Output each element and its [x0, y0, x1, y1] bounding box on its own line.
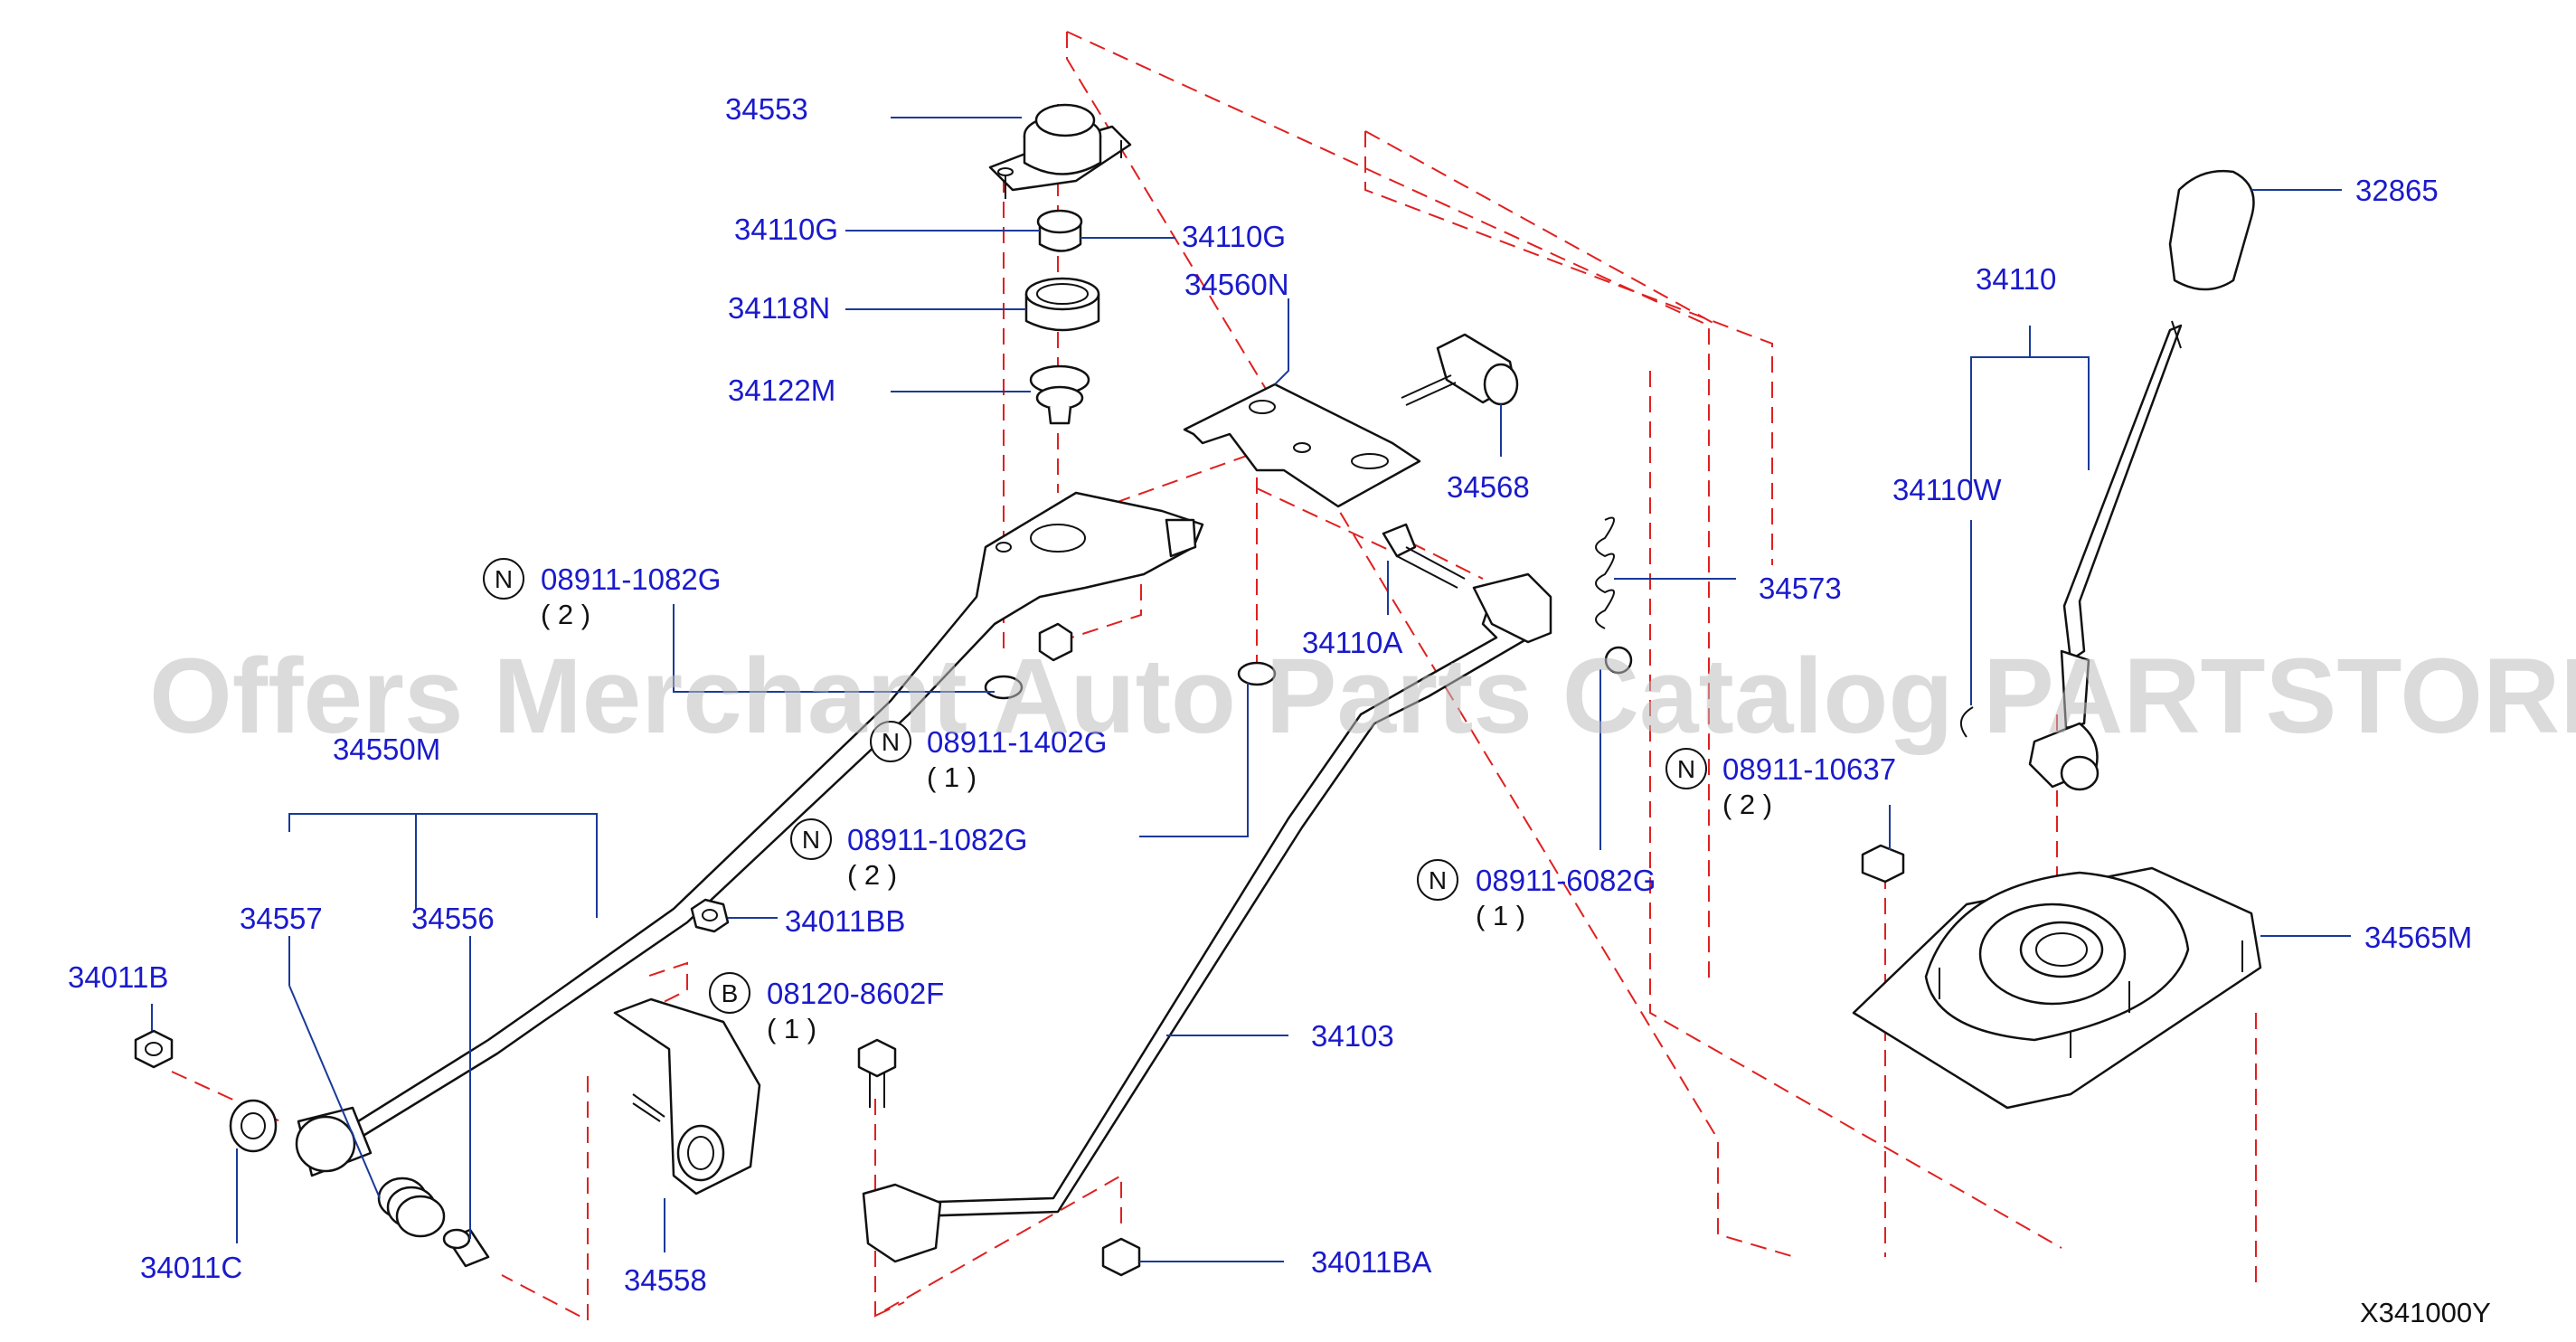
- svg-text:08911-1402G: 08911-1402G: [927, 725, 1107, 759]
- label-34110: 34110: [1976, 262, 2056, 296]
- part-34556-drawing: [442, 1228, 490, 1268]
- part-34118n-drawing: [1024, 277, 1100, 332]
- label-34110a: 34110A: [1302, 626, 1402, 659]
- svg-text:08120-8602F: 08120-8602F: [767, 977, 944, 1010]
- part-08120-bolt-drawing: [857, 1038, 897, 1108]
- fastener-callout-5: N 08911-6082G ( 1 ): [1417, 859, 1656, 931]
- part-nut-6082g-drawing: [1604, 646, 1633, 675]
- svg-text:N: N: [1677, 755, 1695, 783]
- svg-text:N: N: [802, 826, 820, 854]
- label-34553: 34553: [725, 92, 808, 126]
- fastener-callout-1: N 08911-1082G ( 2 ): [483, 558, 721, 630]
- svg-text:N: N: [1429, 866, 1447, 894]
- svg-text:( 2 ): ( 2 ): [1722, 789, 1772, 820]
- svg-text:08911-10637: 08911-10637: [1722, 752, 1896, 786]
- part-nut-1402g-drawing: [1038, 622, 1073, 662]
- svg-text:08911-1082G: 08911-1082G: [541, 562, 721, 596]
- label-34103: 34103: [1311, 1019, 1394, 1053]
- part-34122m-drawing: [1029, 364, 1090, 425]
- part-34557-drawing: [295, 1106, 446, 1238]
- label-34565m: 34565M: [2364, 921, 2472, 954]
- watermark-text: Offers Merchant Auto Parts Catalog PARTS…: [149, 637, 2576, 756]
- part-nut-1082g-drawing: [984, 661, 1277, 700]
- part-34568-drawing: [1401, 333, 1519, 406]
- svg-text:08911-1082G: 08911-1082G: [847, 823, 1027, 856]
- svg-text:( 1 ): ( 1 ): [927, 761, 977, 793]
- svg-text:B: B: [722, 979, 739, 1007]
- svg-text:08911-6082G: 08911-6082G: [1476, 864, 1656, 897]
- svg-text:N: N: [882, 728, 900, 756]
- part-34011b-drawing: [134, 1029, 174, 1069]
- part-34565m-drawing: [1852, 866, 2262, 1110]
- label-34550m: 34550M: [333, 732, 440, 766]
- fastener-callout-6: B 08120-8602F ( 1 ): [709, 972, 944, 1044]
- diagram-code: X341000Y: [2360, 1297, 2491, 1328]
- part-drawings: [134, 103, 2262, 1277]
- svg-text:( 2 ): ( 2 ): [541, 599, 590, 630]
- fastener-callout-2: N 08911-1402G ( 1 ): [870, 721, 1107, 793]
- label-34110g-left: 34110G: [734, 213, 838, 246]
- leader-lines: [151, 117, 2351, 1262]
- label-34011ba: 34011BA: [1311, 1245, 1431, 1279]
- part-34558-drawing: [613, 997, 761, 1196]
- label-34573: 34573: [1759, 572, 1842, 605]
- label-34122m: 34122M: [728, 373, 835, 407]
- label-34118n: 34118N: [728, 291, 830, 325]
- svg-text:( 1 ): ( 1 ): [767, 1013, 816, 1044]
- label-34568: 34568: [1447, 470, 1530, 504]
- part-32865-drawing: [2168, 170, 2255, 291]
- fastener-callout-4: N 08911-10637 ( 2 ): [1665, 748, 1896, 820]
- part-34011ba-drawing: [1101, 1237, 1141, 1277]
- part-34011bb-drawing: [690, 898, 730, 933]
- label-34556: 34556: [411, 902, 495, 935]
- part-34560n-drawing: [1183, 383, 1421, 508]
- label-34557: 34557: [240, 902, 323, 935]
- label-32865: 32865: [2355, 174, 2439, 207]
- label-34110w: 34110W: [1892, 473, 2002, 506]
- fastener-callout-3: N 08911-1082G ( 2 ): [790, 818, 1027, 891]
- part-34103-drawing: [862, 572, 1552, 1263]
- fastener-callouts: N 08911-1082G ( 2 ) N 08911-1402G ( 1 ) …: [483, 558, 1896, 1044]
- part-34110a-drawing: [1382, 523, 1466, 589]
- part-34011c-drawing: [229, 1099, 278, 1153]
- svg-text:N: N: [495, 565, 513, 593]
- label-34011bb: 34011BB: [785, 904, 905, 938]
- part-labels: 34553 34110G 34110G 34118N 34122M 34560N…: [68, 92, 2472, 1297]
- part-34110g-drawing: [1036, 209, 1083, 252]
- label-34011c: 34011C: [140, 1251, 242, 1284]
- part-34110-drawing: [1959, 320, 2183, 791]
- label-34011b: 34011B: [68, 960, 168, 994]
- part-34553-drawing: [988, 103, 1132, 199]
- label-34110g-right: 34110G: [1182, 220, 1286, 253]
- svg-text:( 2 ): ( 2 ): [847, 859, 897, 891]
- part-34550m-drawing: [342, 491, 1204, 1141]
- label-34560n: 34560N: [1184, 268, 1289, 301]
- part-nut-10637-drawing: [1861, 844, 1905, 884]
- svg-text:( 1 ): ( 1 ): [1476, 900, 1525, 931]
- label-34558: 34558: [624, 1263, 707, 1297]
- part-34573-drawing: [1595, 516, 1615, 629]
